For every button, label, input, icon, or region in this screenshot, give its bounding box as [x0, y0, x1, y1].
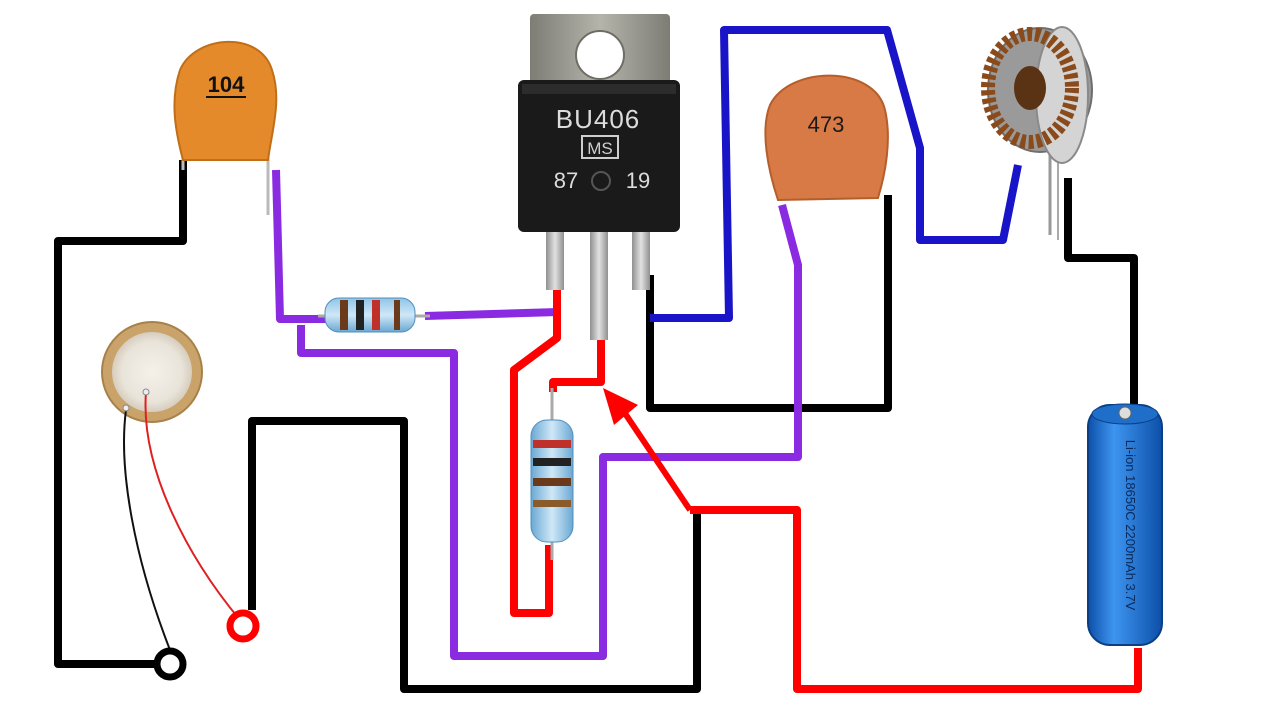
- transistor-tab-hole: [575, 30, 625, 80]
- battery-print: Li-ion 18650C 2200mAh 3.7V: [1123, 440, 1138, 611]
- res-v-band-2: [533, 458, 571, 466]
- transistor-code-left: 87: [554, 168, 578, 193]
- cap104-label: 104: [208, 72, 245, 97]
- piezo-solder-dot-2: [122, 404, 130, 412]
- resistor-vertical: [530, 388, 574, 560]
- piezo-disc-ceramic: [112, 332, 192, 412]
- transistor-leg-emitter: [632, 215, 650, 290]
- toroid-winding: [981, 27, 1079, 149]
- wires: [54, 26, 1142, 693]
- black-wire-toroid-to-battery: [1064, 178, 1138, 405]
- capacitor-104: 104: [173, 40, 278, 215]
- purple-wire-loop: [297, 203, 802, 660]
- res-v-band-3: [533, 478, 571, 486]
- transistor-body: [518, 80, 680, 232]
- res-h-band-1: [340, 300, 348, 330]
- transistor-leg-collector: [590, 215, 608, 340]
- res-h-band-2: [356, 300, 364, 330]
- black-wire-piezo-to-ground: [248, 417, 701, 693]
- black-wire-emitter-to-cap473: [646, 195, 892, 412]
- piezo-black-lead: [123, 409, 171, 651]
- capacitor-473: 473: [764, 74, 889, 202]
- res-h-band-3: [372, 300, 380, 330]
- transistor-body-shade: [522, 84, 676, 94]
- cap473-label: 473: [808, 112, 845, 137]
- transistor-part-number: BU406: [556, 104, 641, 134]
- piezo-red-lead: [144, 391, 241, 621]
- toroid-hole: [1014, 66, 1046, 110]
- blue-wire-to-inductor: [650, 26, 1022, 322]
- res-v-band-4: [533, 500, 571, 507]
- purple-wire-cap104-to-resistor: [272, 169, 330, 323]
- terminal-black: [153, 647, 187, 681]
- black-wire-cap104-to-piezo: [54, 160, 187, 668]
- purple-wire-resistor-to-base: [424, 308, 559, 320]
- toroid-inductor: [981, 26, 1093, 240]
- res-h-body: [324, 297, 416, 333]
- res-v-band-1: [533, 440, 571, 448]
- red-arrow-line: [613, 398, 693, 512]
- resistor-horizontal: [318, 297, 430, 333]
- red-arrow-head: [603, 388, 638, 425]
- transistor-logo-box: [581, 135, 619, 159]
- cap104-body: [173, 40, 278, 161]
- transistor-leg-base: [546, 215, 564, 290]
- terminal-red: [226, 609, 260, 643]
- piezo-solder-dot: [142, 388, 150, 396]
- piezo-buzzer: [101, 321, 260, 681]
- transistor-bu406: BU406 MS 87 19: [518, 14, 680, 340]
- red-wire-base-to-resistor: [510, 270, 561, 617]
- res-h-band-4: [394, 300, 400, 330]
- battery-18650: Li-ion 18650C 2200mAh 3.7V: [1087, 403, 1163, 646]
- cap473-body: [764, 74, 889, 202]
- transistor-dimple: [591, 171, 611, 191]
- red-wire-battery-to-junction: [690, 506, 1142, 693]
- transistor-logo: MS: [587, 139, 613, 158]
- battery-terminal: [1118, 406, 1132, 420]
- transistor-code-right: 19: [626, 168, 650, 193]
